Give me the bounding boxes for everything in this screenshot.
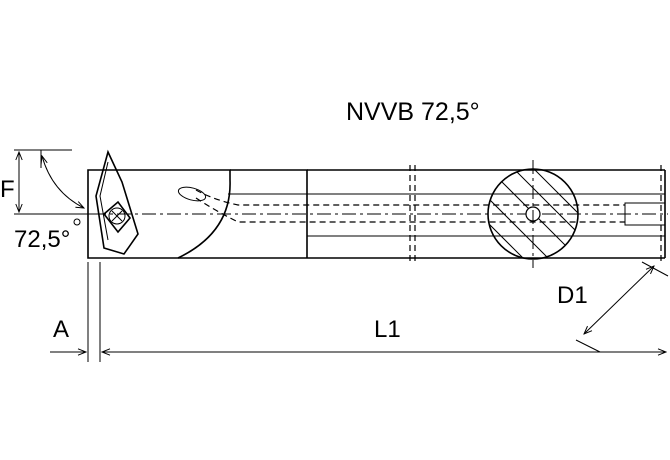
- d1-dimension: [575, 261, 669, 353]
- f-dimension: [14, 149, 100, 215]
- bar-outline: [87, 169, 666, 259]
- a-dimension: [50, 262, 101, 362]
- d1-label: D1: [557, 282, 588, 309]
- angle-dimension: [40, 150, 84, 226]
- drawing-title: NVVB 72,5°: [346, 98, 480, 126]
- l1-label: L1: [374, 316, 401, 343]
- f-label: F: [0, 176, 15, 203]
- a-label: A: [53, 316, 70, 343]
- coolant-channel: [177, 186, 666, 226]
- insert: [95, 149, 139, 255]
- angle-label: 72,5°: [14, 226, 71, 253]
- break-lines: [409, 165, 662, 262]
